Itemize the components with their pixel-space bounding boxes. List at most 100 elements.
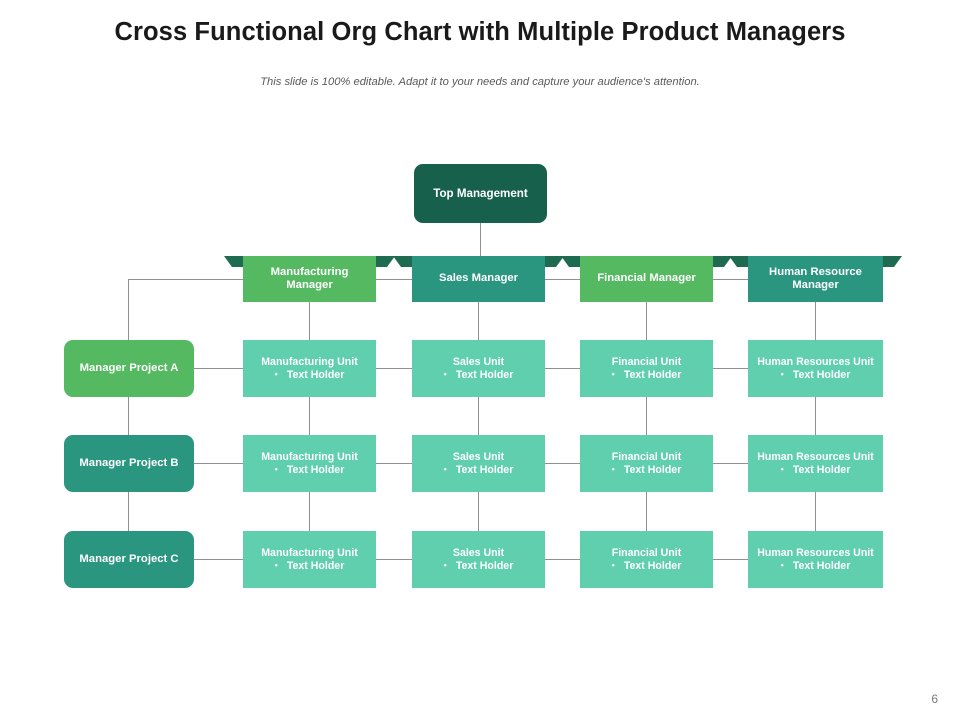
unit-item-label: Text Holder [286,559,345,572]
page-subtitle: This slide is 100% editable. Adapt it to… [260,76,700,88]
unit-item-label: Text Holder [455,559,514,572]
node-label: Sales Manager [438,272,519,285]
node-human-resource-manager[interactable]: Human Resource Manager [729,256,883,302]
node-sales-manager[interactable]: Sales Manager [393,256,545,302]
node-label: Financial Manager [597,272,696,285]
node-label: Manager Project B [79,456,179,469]
unit-item-label: Text Holder [792,559,851,572]
unit-item-label: Text Holder [623,559,682,572]
unit-header: Manufacturing Unit [261,451,358,463]
connector-financial-r2-to-r3 [646,492,647,531]
connector-financial-r1-to-r2 [646,397,647,435]
node-unit-r1-manufacturing[interactable]: Manufacturing Unit • Text Holder [243,340,376,397]
node-unit-r3-human-resources[interactable]: Human Resources Unit • Text Holder [748,531,883,588]
ribbon-tail-right-icon [376,256,395,267]
connector-r3-mfg-to-sales [376,559,412,560]
node-unit-r3-financial[interactable]: Financial Unit • Text Holder [580,531,713,588]
bullet-icon: • [611,560,615,571]
ribbon-tail-left-icon [224,256,243,267]
ribbon-tail-left-icon [561,256,580,267]
connector-r2-proj-to-mfg [194,463,243,464]
unit-header: Sales Unit [452,356,505,368]
unit-header: Manufacturing Unit [261,356,358,368]
ribbon-tail-left-icon [729,256,748,267]
unit-item-label: Text Holder [623,463,682,476]
unit-item: • Text Holder [444,369,514,382]
unit-item: • Text Holder [275,369,345,382]
unit-item: • Text Holder [612,369,682,382]
connector-sales-to-financial [545,279,580,280]
unit-header: Financial Unit [611,547,682,559]
unit-item: • Text Holder [781,560,851,573]
unit-header: Financial Unit [611,451,682,463]
unit-item: • Text Holder [275,464,345,477]
node-unit-r3-sales[interactable]: Sales Unit • Text Holder [412,531,545,588]
unit-item: • Text Holder [444,560,514,573]
bullet-icon: • [443,464,447,475]
node-financial-manager[interactable]: Financial Manager [561,256,713,302]
connector-top-to-sales [480,223,481,257]
unit-header: Sales Unit [452,451,505,463]
unit-header: Human Resources Unit [757,547,874,559]
connector-r1-proj-to-mfg [194,368,243,369]
ribbon-tail-left-icon [393,256,412,267]
node-unit-r3-manufacturing[interactable]: Manufacturing Unit • Text Holder [243,531,376,588]
connector-hr-to-row1 [815,301,816,340]
unit-header: Sales Unit [452,547,505,559]
node-unit-r2-human-resources[interactable]: Human Resources Unit • Text Holder [748,435,883,492]
node-unit-r1-human-resources[interactable]: Human Resources Unit • Text Holder [748,340,883,397]
unit-header: Manufacturing Unit [261,547,358,559]
node-manager-project-b[interactable]: Manager Project B [64,435,194,492]
unit-header: Human Resources Unit [757,451,874,463]
node-label: Manufacturing Manager [270,265,349,291]
node-manager-project-a[interactable]: Manager Project A [64,340,194,397]
node-unit-r2-sales[interactable]: Sales Unit • Text Holder [412,435,545,492]
connector-sales-to-row1 [478,301,479,340]
connector-mfg-to-row1 [309,301,310,340]
node-label: Manager Project C [79,552,179,565]
ribbon-tail-right-icon [545,256,564,267]
bullet-icon: • [780,464,784,475]
bullet-icon: • [443,369,447,380]
node-unit-r2-manufacturing[interactable]: Manufacturing Unit • Text Holder [243,435,376,492]
ribbon-tail-right-icon [713,256,732,267]
node-top-management[interactable]: Top Management [414,164,547,223]
node-unit-r2-financial[interactable]: Financial Unit • Text Holder [580,435,713,492]
connector-proj-a-to-b [128,397,129,435]
node-unit-r1-financial[interactable]: Financial Unit • Text Holder [580,340,713,397]
connector-r2-sales-to-financial [545,463,580,464]
unit-item-label: Text Holder [792,463,851,476]
bullet-icon: • [274,560,278,571]
connector-r1-sales-to-financial [545,368,580,369]
unit-item-label: Text Holder [286,463,345,476]
node-unit-r1-sales[interactable]: Sales Unit • Text Holder [412,340,545,397]
connector-r1-financial-to-hr [713,368,748,369]
unit-header: Financial Unit [611,356,682,368]
connector-mfg-r2-to-r3 [309,492,310,531]
unit-item: • Text Holder [781,464,851,477]
bullet-icon: • [611,464,615,475]
page-title: Cross Functional Org Chart with Multiple… [114,18,846,46]
connector-r3-sales-to-financial [545,559,580,560]
connector-r3-financial-to-hr [713,559,748,560]
connector-r3-proj-to-mfg [194,559,243,560]
unit-header: Human Resources Unit [757,356,874,368]
bullet-icon: • [274,369,278,380]
node-label: Top Management [433,186,528,200]
bullet-icon: • [443,560,447,571]
connector-proj-b-to-c [128,492,129,531]
connector-financial-to-hr [713,279,748,280]
connector-r2-financial-to-hr [713,463,748,464]
ribbon-tail-right-icon [883,256,902,267]
bullet-icon: • [274,464,278,475]
unit-item-label: Text Holder [455,463,514,476]
unit-item-label: Text Holder [623,368,682,381]
unit-item: • Text Holder [612,464,682,477]
connector-sales-r2-to-r3 [478,492,479,531]
node-manager-project-c[interactable]: Manager Project C [64,531,194,588]
node-manufacturing-manager[interactable]: Manufacturing Manager [224,256,376,302]
connector-hr-r1-to-r2 [815,397,816,435]
bullet-icon: • [780,369,784,380]
unit-item: • Text Holder [275,560,345,573]
